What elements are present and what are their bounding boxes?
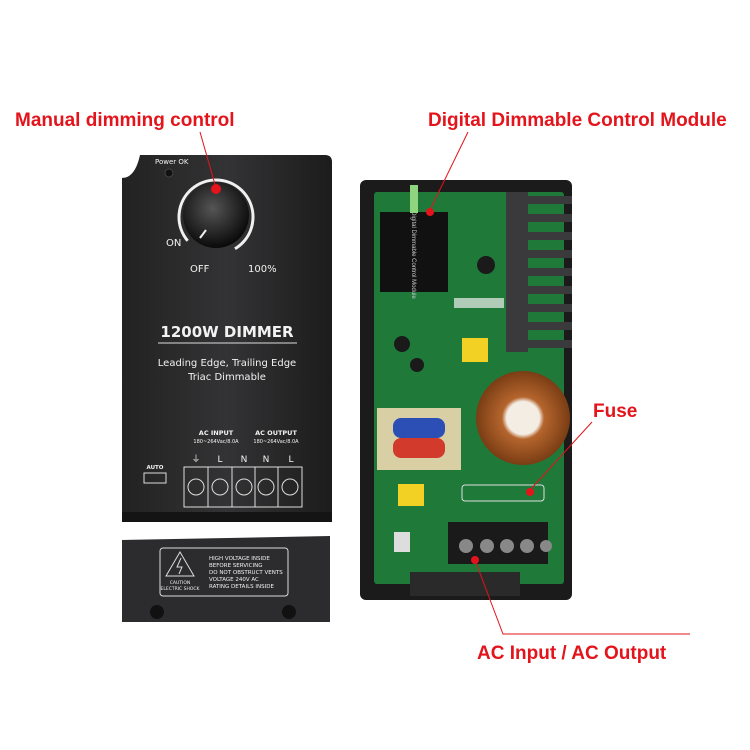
svg-text:DO NOT OBSTRUCT VENTS: DO NOT OBSTRUCT VENTS	[209, 570, 283, 576]
callout-ac: AC Input / AC Output	[471, 556, 690, 664]
svg-text:BEFORE SERVICING: BEFORE SERVICING	[209, 563, 263, 569]
auto-jumper	[394, 532, 410, 552]
terminal-block	[183, 466, 303, 508]
ac-output-rating: 180~264Vac/8.0A	[253, 439, 299, 445]
svg-text:L: L	[288, 455, 293, 465]
caution-label: CAUTION	[170, 580, 191, 586]
callout-module-label: Digital Dimmable Control Module	[428, 110, 727, 131]
callout-fuse: Fuse	[526, 401, 637, 496]
dimmer-subtitle-2: Triac Dimmable	[187, 372, 266, 383]
callout-ac-label: AC Input / AC Output	[477, 643, 667, 664]
callout-module: Digital Dimmable Control Module	[426, 110, 727, 216]
max-label: 100%	[248, 264, 277, 275]
svg-text:HIGH VOLTAGE INSIDE: HIGH VOLTAGE INSIDE	[209, 556, 270, 562]
svg-text:RATING DETAILS INSIDE: RATING DETAILS INSIDE	[209, 584, 274, 590]
off-label: OFF	[190, 264, 210, 275]
toroid-coil	[476, 371, 570, 465]
heatsink	[506, 192, 572, 352]
auto-switch[interactable]	[143, 472, 167, 484]
transformer	[377, 408, 461, 470]
power-ok-label: Power OK	[155, 158, 189, 166]
callout-manual-label: Manual dimming control	[15, 110, 235, 131]
callout-manual: Manual dimming control	[15, 110, 235, 194]
dial-scale	[177, 178, 255, 256]
power-led	[164, 168, 174, 178]
ac-input-rating: 180~264Vac/8.0A	[193, 439, 239, 445]
terminal-labels: ⏚ L N N L	[191, 454, 293, 465]
dimmer-title: 1200W DIMMER	[160, 323, 294, 341]
dimmer-housing: Power OK ON OFF 100% 1200W DIMMER Leadin…	[122, 155, 332, 522]
callout-fuse-label: Fuse	[593, 401, 637, 422]
pcb-module: Digital Dimmable Control Module	[360, 180, 572, 600]
ac-input-label: AC INPUT	[199, 429, 234, 437]
terminal-cover: CAUTION ELECTRIC SHOCK HIGH VOLTAGE INSI…	[122, 536, 330, 622]
fuse	[461, 484, 545, 502]
warning-triangle-icon	[165, 551, 195, 577]
svg-text:N: N	[263, 455, 270, 465]
auto-label: AUTO	[147, 465, 164, 471]
module-board-label: Digital Dimmable Control Module	[410, 211, 416, 299]
svg-text:⏚: ⏚	[191, 454, 200, 465]
ac-output-label: AC OUTPUT	[255, 429, 297, 437]
pcb-terminal-block	[448, 522, 552, 564]
control-module-board	[380, 212, 448, 292]
svg-text:N: N	[241, 455, 248, 465]
on-label: ON	[166, 238, 181, 249]
dimmer-subtitle-1: Leading Edge, Trailing Edge	[158, 358, 296, 369]
warning-text: HIGH VOLTAGE INSIDE BEFORE SERVICING DO …	[209, 556, 283, 590]
svg-text:VOLTAGE 240V AC: VOLTAGE 240V AC	[209, 577, 259, 583]
svg-text:L: L	[217, 455, 222, 465]
dimming-knob[interactable]	[183, 182, 249, 248]
caution-label-2: ELECTRIC SHOCK	[161, 586, 201, 592]
